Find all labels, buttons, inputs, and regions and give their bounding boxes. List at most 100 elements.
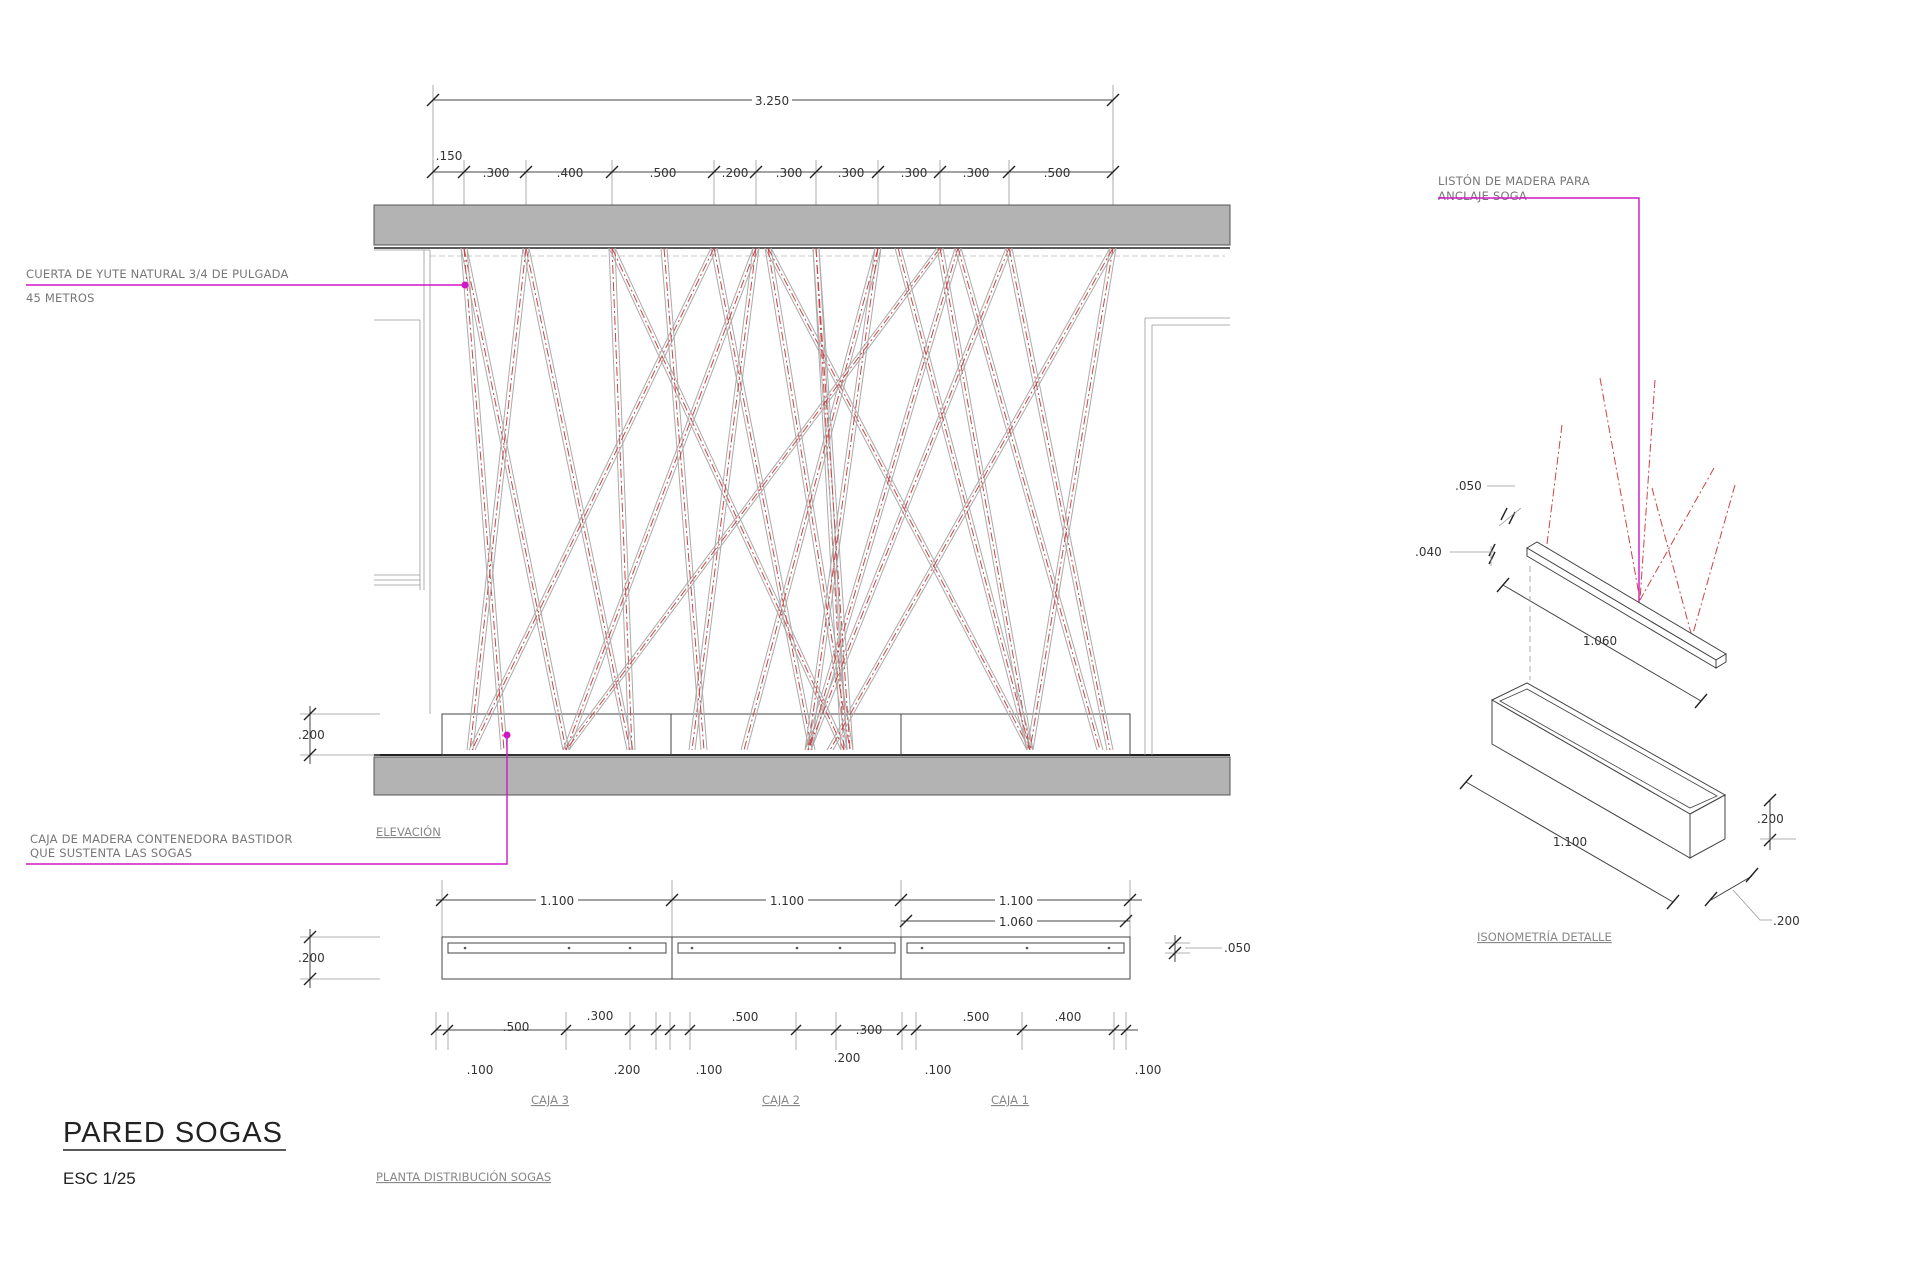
- rope-edge: [568, 247, 760, 751]
- isometric-detail: LISTÓN DE MADERA PARA ANCLAJE SOGA .050 …: [1415, 173, 1800, 944]
- seg-label: .300: [963, 166, 990, 180]
- rope-line: [463, 247, 567, 751]
- rope-line: [1029, 247, 1114, 751]
- batten-note-line1: LISTÓN DE MADERA PARA: [1438, 173, 1590, 188]
- segment-labels: .150 .300 .400 .500 .200 .300 .300 .300 …: [436, 149, 1071, 180]
- rope-edge: [614, 247, 848, 751]
- plan-dim-a: .300: [587, 1009, 614, 1023]
- rope-line: [713, 247, 813, 751]
- rope-line: [957, 247, 1101, 751]
- seg-label: .400: [557, 166, 584, 180]
- iso-200a: .200: [1757, 812, 1784, 826]
- rope-edge: [474, 247, 718, 751]
- plan-dim-b: .100: [467, 1063, 494, 1077]
- plan-tick: [664, 1024, 676, 1036]
- elev-box-height: .200: [298, 728, 325, 742]
- rope-line: [565, 247, 757, 751]
- plan-dim-b: .100: [1135, 1063, 1162, 1077]
- rope-line: [807, 247, 1010, 751]
- rope-edge: [472, 247, 530, 751]
- plan-dim-a: .500: [732, 1010, 759, 1024]
- rope-edge: [936, 247, 1028, 751]
- seg-tick: [809, 165, 823, 179]
- plan-dim-a: .500: [503, 1020, 530, 1034]
- box-label-2: CAJA 2: [762, 1093, 800, 1107]
- rope-line: [829, 247, 1114, 751]
- rope-edge: [826, 247, 1111, 751]
- rope-edge: [688, 247, 754, 751]
- plan-tick: [1120, 1024, 1132, 1036]
- rope-edge: [818, 247, 854, 751]
- seg-tick: [1002, 165, 1016, 179]
- box-note-line1: CAJA DE MADERA CONTENEDORA BASTIDOR: [30, 832, 293, 846]
- plan-boxes: [441, 936, 1131, 980]
- rope-line: [807, 247, 959, 751]
- rope-edge: [1011, 247, 1114, 751]
- plan-tick: [560, 1024, 572, 1036]
- rope-edge: [832, 247, 1117, 751]
- rope-edge: [770, 247, 854, 751]
- rope-edge: [716, 247, 816, 751]
- rope-lines: [460, 247, 1117, 751]
- plan-tick: [830, 1024, 842, 1036]
- seg-tick: [519, 165, 533, 179]
- plan-lip: .050: [1224, 941, 1251, 955]
- rope-edge: [1026, 247, 1111, 751]
- plan-tick: [624, 1024, 636, 1036]
- rope-edge: [746, 247, 882, 751]
- rope-line: [897, 247, 1031, 751]
- rope-edge: [522, 247, 628, 751]
- rope-edge: [894, 247, 1028, 751]
- rope-edge: [900, 247, 1034, 751]
- rope-note: CUERTA DE YUTE NATURAL 3/4 DE PULGADA 45…: [26, 267, 469, 305]
- side-walls: [374, 249, 1230, 755]
- iso-050: .050: [1455, 479, 1482, 493]
- iso-1100: 1.100: [1553, 835, 1587, 849]
- sheet-title: PARED SOGAS: [63, 1117, 283, 1149]
- plan-tick: [430, 1024, 442, 1036]
- rope-edge: [810, 247, 1013, 751]
- rope-line: [471, 247, 715, 751]
- seg-label: .500: [1044, 166, 1071, 180]
- plan-dim-b: .100: [925, 1063, 952, 1077]
- box-note-line2: QUE SUSTENTA LAS SOGAS: [30, 846, 192, 860]
- iso-200b: .200: [1773, 914, 1800, 928]
- plan-dim-a: .300: [856, 1023, 883, 1037]
- rope-line: [767, 247, 1031, 751]
- iso-1060: 1.060: [1583, 634, 1617, 648]
- bottom-slab: [373, 756, 1231, 796]
- overall-dimension: 3.250: [755, 94, 789, 108]
- rope-edge: [468, 247, 712, 751]
- seg-tick: [707, 165, 721, 179]
- rope-note-line2: 45 METROS: [26, 291, 95, 305]
- box-label-3: CAJA 3: [531, 1093, 569, 1107]
- rope-line: [663, 247, 705, 751]
- rope-edge: [960, 247, 1104, 751]
- rope-edge: [660, 247, 702, 751]
- rope-edge: [460, 247, 502, 751]
- rope-note-line1: CUERTA DE YUTE NATURAL 3/4 DE PULGADA: [26, 267, 289, 281]
- seg-tick: [933, 165, 947, 179]
- plan-dim-b: .200: [614, 1063, 641, 1077]
- rope-edge: [466, 247, 508, 751]
- plan-width: 1.100: [999, 894, 1033, 908]
- plan-tick: [442, 1024, 454, 1036]
- plan-tick: [790, 1024, 802, 1036]
- box-note: CAJA DE MADERA CONTENEDORA BASTIDOR QUE …: [26, 731, 511, 865]
- rope-edge: [466, 247, 570, 751]
- rope-edge: [764, 247, 1028, 751]
- rope-line: [611, 247, 633, 751]
- plan-label: PLANTA DISTRIBUCIÓN SOGAS: [376, 1169, 551, 1184]
- plan-view: 1.100 1.100 1.100 1.060 .200: [298, 880, 1251, 1184]
- rope-edge: [1005, 247, 1108, 751]
- rope-edge: [740, 247, 876, 751]
- elevation-boxes: [441, 713, 1131, 756]
- rope-edge: [694, 247, 760, 751]
- seg-label: .150: [436, 149, 463, 163]
- rope-line: [691, 247, 757, 751]
- rope-edge: [1032, 247, 1117, 751]
- segment-ticks: [426, 160, 1120, 210]
- rope-line: [463, 247, 505, 751]
- seg-label: .300: [483, 166, 510, 180]
